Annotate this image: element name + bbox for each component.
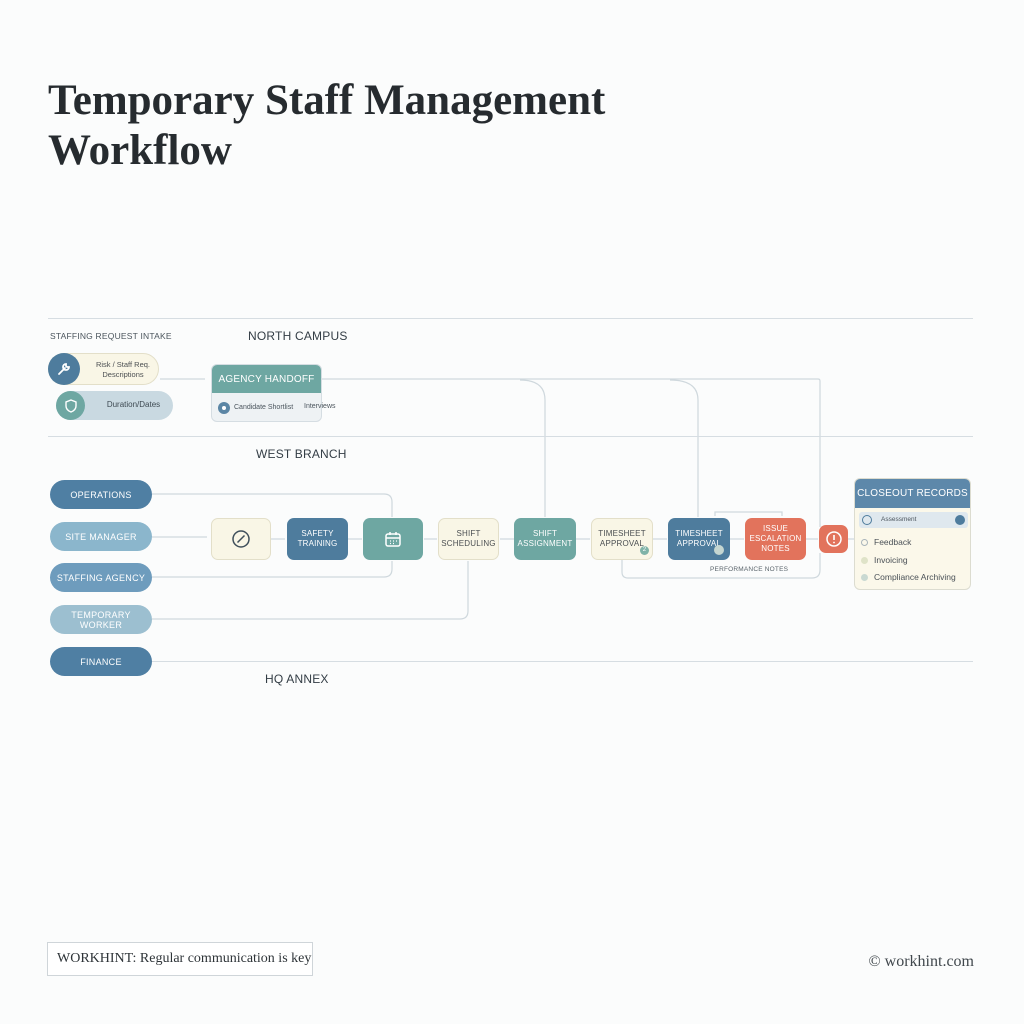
circle-icon: [861, 556, 868, 564]
info-icon: [955, 515, 965, 525]
closeout-records-card[interactable]: CLOSEOUT RECORDS Assessment Feedback Inv…: [854, 478, 971, 590]
step-safety-training[interactable]: SAFETY TRAINING: [287, 518, 348, 560]
operations-connector: [152, 493, 393, 517]
step-timesheet-approval[interactable]: TIMESHEET APPROVAL 2: [591, 518, 653, 560]
user-icon: [218, 402, 230, 414]
circle-icon: [861, 573, 868, 581]
role-site-manager[interactable]: SITE MANAGER: [50, 522, 152, 551]
step-timesheet-approval-2-label: TIMESHEET APPROVAL: [675, 529, 723, 548]
request-node-label: Risk / Staff Req. Descriptions: [95, 360, 151, 379]
radio-icon: [862, 515, 872, 525]
role-operations[interactable]: OPERATIONS: [50, 480, 152, 509]
duration-node[interactable]: Duration/Dates: [56, 391, 173, 420]
step-shift-scheduling[interactable]: SHIFT SCHEDULING: [438, 518, 499, 560]
agency-handoff-card[interactable]: AGENCY HANDOFF Candidate Shortlist: [211, 364, 322, 422]
staffing-agency-connector: [152, 561, 393, 578]
step-timesheet-approval-label: TIMESHEET APPROVAL: [598, 529, 646, 548]
role-staffing-agency[interactable]: STAFFING AGENCY: [50, 563, 152, 592]
closeout-item-label: Invoicing: [874, 555, 908, 565]
closeout-item-assessment: Assessment: [881, 516, 917, 523]
closeout-item-compliance[interactable]: Compliance Archiving: [861, 572, 956, 582]
agency-handoff-header: AGENCY HANDOFF: [212, 365, 321, 393]
agency-to-timesheet-connector: [669, 379, 699, 517]
agency-to-escalation-connector: [322, 378, 821, 527]
performance-loop-connector: [621, 553, 821, 579]
performance-notes-label: PERFORMANCE NOTES: [710, 566, 789, 573]
alert-icon[interactable]: [819, 525, 848, 553]
agency-item-interviews: Interviews: [304, 403, 336, 410]
copyright: © workhint.com: [868, 953, 974, 970]
agency-item-shortlist: Candidate Shortlist: [234, 404, 294, 411]
closeout-item-label: Feedback: [874, 537, 912, 547]
closeout-item-feedback[interactable]: Feedback: [861, 537, 911, 547]
step-badge: 2: [640, 546, 649, 555]
section-label-north-campus: NORTH CAMPUS: [248, 329, 348, 343]
escalation-feedback-connector: [714, 511, 783, 516]
circle-icon: [861, 538, 868, 546]
closeout-item-selected[interactable]: Assessment: [859, 512, 968, 528]
closeout-item-invoicing[interactable]: Invoicing: [861, 555, 908, 565]
section-label-hq-annex: HQ ANNEX: [265, 672, 329, 686]
compass-icon: [231, 529, 251, 549]
workhint-box: WORKHINT: Regular communication is key: [47, 942, 313, 976]
role-finance[interactable]: FINANCE: [50, 647, 152, 676]
calendar-icon: [384, 530, 402, 548]
step-shift-assignment[interactable]: SHIFT ASSIGNMENT: [514, 518, 576, 560]
step-issue-escalation[interactable]: ISSUE ESCALATION NOTES: [745, 518, 806, 560]
temporary-worker-connector: [152, 561, 469, 620]
duration-node-label: Duration/Dates: [106, 400, 161, 409]
step-start[interactable]: [211, 518, 271, 560]
page-title: Temporary Staff Management Workflow: [48, 77, 606, 174]
role-temporary-worker[interactable]: TEMPORARY WORKER: [50, 605, 152, 634]
wrench-icon: [48, 353, 80, 385]
section-divider: [48, 318, 973, 319]
section-label-intake: STAFFING REQUEST INTAKE: [50, 331, 172, 341]
shield-icon: [56, 391, 85, 420]
section-divider: [152, 661, 973, 662]
closeout-item-label: Compliance Archiving: [874, 572, 956, 582]
section-label-west-branch: WEST BRANCH: [256, 447, 347, 461]
request-node[interactable]: Risk / Staff Req. Descriptions: [48, 353, 159, 385]
step-timesheet-approval-2[interactable]: TIMESHEET APPROVAL: [668, 518, 730, 560]
agency-to-assignment-connector: [519, 379, 546, 517]
closeout-header: CLOSEOUT RECORDS: [855, 479, 970, 508]
section-divider: [48, 436, 973, 437]
status-dot-icon: [714, 545, 724, 555]
step-schedule[interactable]: [363, 518, 423, 560]
